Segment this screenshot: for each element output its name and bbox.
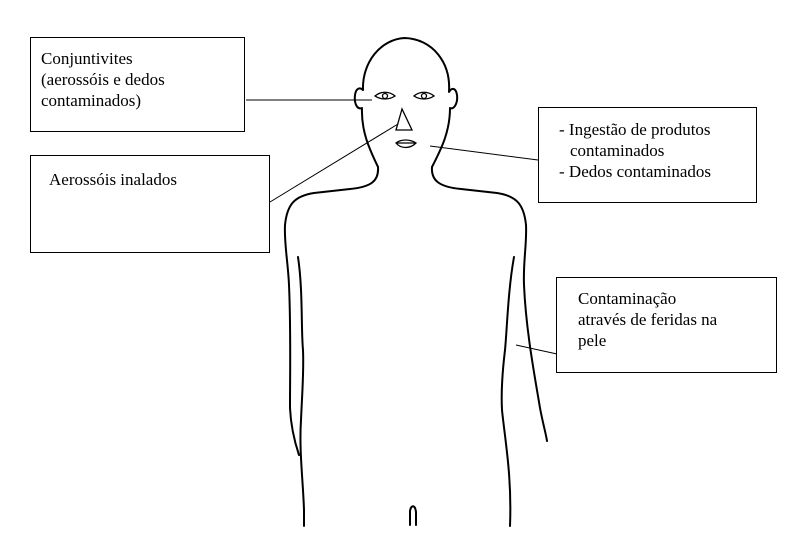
left-eye (373, 91, 397, 100)
inhaled-line-1: Aerossóis inalados (49, 170, 177, 189)
ingestion-line-2: contaminados (570, 141, 665, 160)
ingestion-line-1: - Ingestão de produtos (559, 120, 711, 139)
leg-gap-outline (409, 505, 417, 526)
human-body-outline (283, 37, 548, 527)
conjunctivitis-line-3: contaminados) (41, 91, 142, 110)
right-eye (412, 91, 436, 100)
left-body-outline (283, 166, 380, 527)
pointer-line-arm (515, 344, 558, 355)
label-box-inhaled: Aerossóis inalados (30, 155, 270, 253)
skin-line-1: Contaminação (578, 289, 677, 308)
right-body-outline (430, 166, 548, 527)
ingestion-line-3: - Dedos contaminados (559, 162, 712, 181)
label-box-ingestion: - Ingestão de produtos contaminados - De… (538, 107, 757, 203)
pointer-line-mouth (429, 145, 539, 161)
skin-line-3: pele (578, 331, 607, 350)
pointer-line-nose (269, 123, 399, 203)
label-box-conjunctivitis: Conjuntivites (aerossóis e dedos contami… (30, 37, 245, 132)
head-outline (353, 37, 459, 168)
conjunctivitis-line-1: Conjuntivites (41, 49, 133, 68)
label-box-skin: Contaminação através de feridas na pele (556, 277, 777, 373)
mouth (395, 139, 418, 149)
right-pupil (420, 92, 428, 100)
nose (395, 107, 414, 131)
face-features (373, 91, 436, 149)
left-pupil (381, 92, 389, 100)
conjunctivitis-line-2: (aerossóis e dedos (41, 70, 165, 89)
pointer-lines (246, 99, 558, 355)
skin-line-2: através de feridas na (578, 310, 718, 329)
